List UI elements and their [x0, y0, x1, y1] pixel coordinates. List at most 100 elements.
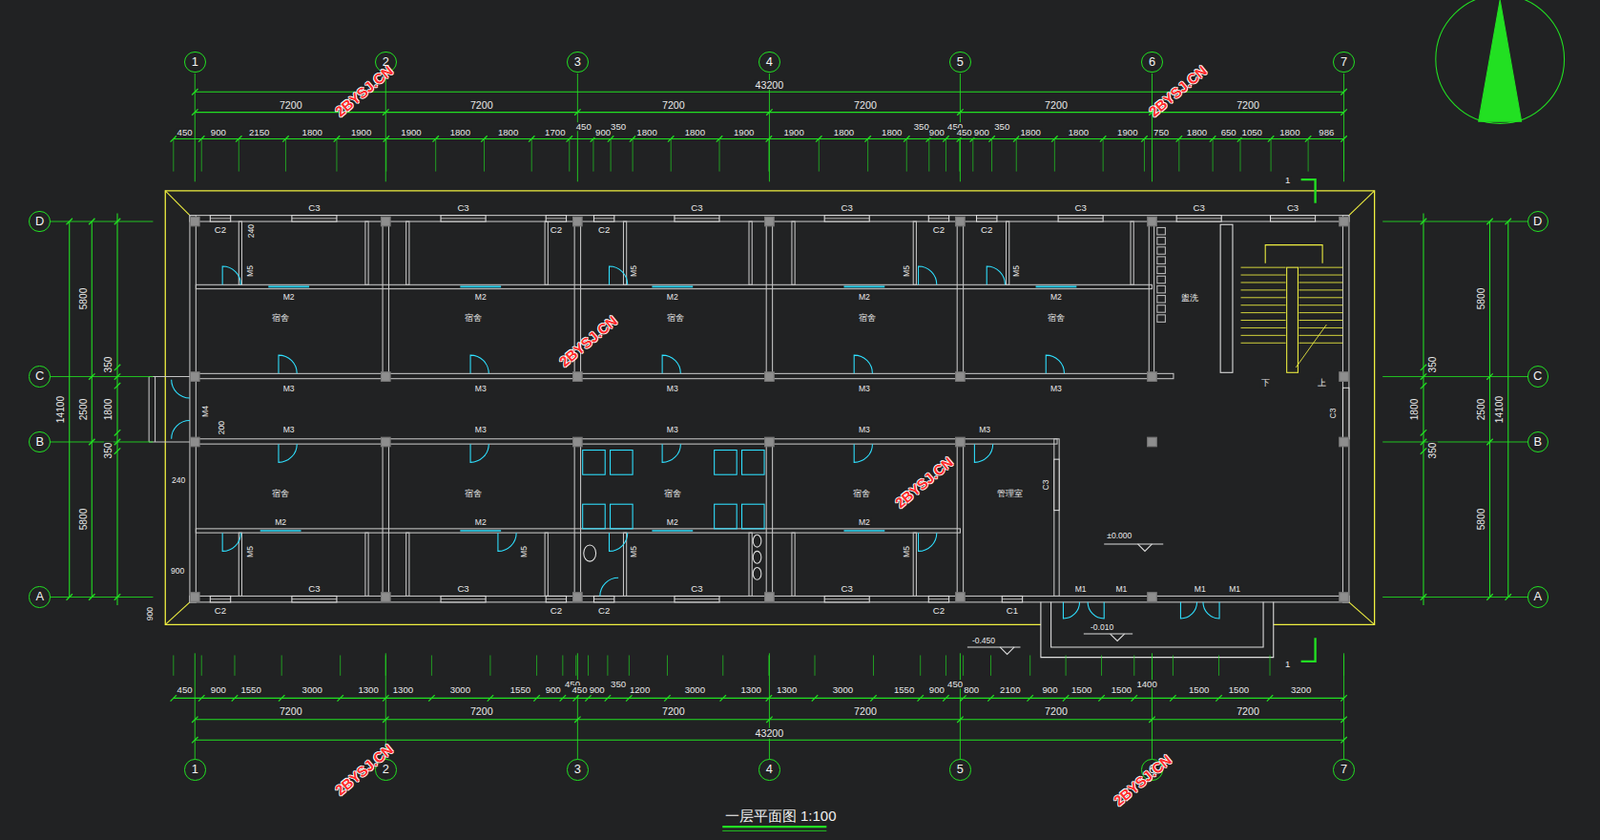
axis-number: 4	[766, 763, 773, 776]
dimension-text: 7200	[469, 706, 495, 717]
opening-tag: M3	[665, 425, 680, 435]
opening-tag: M3	[474, 425, 488, 435]
axis-bubble: A	[28, 585, 50, 607]
sliding-door	[1036, 286, 1078, 289]
dimension-tick	[198, 694, 205, 701]
caption-underline	[722, 825, 827, 828]
window-symbol	[674, 598, 720, 600]
stair-step	[1241, 304, 1287, 306]
opening-tag: M5	[901, 265, 911, 279]
extension-line	[1308, 138, 1310, 171]
window-symbol	[1176, 217, 1222, 219]
sink-symbol	[1157, 295, 1166, 303]
extension-line	[1343, 138, 1345, 171]
window-symbol	[440, 217, 486, 219]
dimension-tick	[1420, 593, 1427, 600]
extension-line	[575, 654, 577, 675]
opening-tag: C3	[840, 583, 854, 594]
column	[1339, 592, 1350, 603]
dimension-tick	[566, 135, 573, 142]
room-name: 宿舍	[463, 312, 483, 322]
door-swing	[470, 354, 489, 374]
toilet-stall	[582, 450, 606, 476]
opening-tag: C2	[932, 605, 946, 616]
dimension-tick	[956, 108, 963, 115]
window-symbol	[674, 215, 720, 222]
opening-tag: C2	[932, 225, 946, 235]
dimension-tick	[1486, 593, 1493, 600]
dimension-tick	[987, 694, 994, 701]
column	[573, 592, 583, 603]
extension-line	[536, 654, 538, 675]
door-swing	[1087, 602, 1104, 619]
stair-step	[1298, 327, 1343, 329]
window-symbol	[928, 595, 949, 602]
room-name: 宿舍	[270, 488, 291, 498]
dimension-text: 1300	[775, 685, 798, 695]
extension-line	[928, 138, 930, 171]
toilet-stall	[610, 503, 634, 529]
dimension-text: 1550	[239, 685, 262, 695]
axis-bubble: 3	[566, 758, 588, 780]
axis-number: 3	[574, 56, 582, 69]
dimension-tick	[480, 135, 487, 142]
dimension-text: 1500	[1110, 685, 1133, 695]
wall	[195, 373, 1174, 378]
stair-step	[1241, 289, 1287, 291]
stair-step	[1298, 334, 1343, 336]
dimension-tick	[1267, 694, 1273, 701]
extension-line	[1269, 654, 1271, 675]
room-name: 盥洗	[1180, 293, 1200, 303]
dimension-tick	[1420, 218, 1427, 225]
room-name: 宿舍	[665, 312, 686, 322]
toilet-stall	[714, 450, 738, 476]
opening-tag: M5	[246, 544, 255, 559]
wall	[195, 438, 1058, 444]
door-swing	[278, 443, 297, 462]
roof-ridge	[165, 190, 190, 216]
axis-bubble: 5	[949, 758, 971, 780]
dimension-text: 900	[145, 605, 155, 622]
dimension-tick	[428, 694, 435, 701]
extension-line	[1343, 654, 1345, 675]
level-mark-text: -0.010	[1089, 622, 1115, 631]
axis-bubble: 4	[758, 758, 780, 780]
opening-tag: C3	[1286, 203, 1300, 213]
stair-outline	[1265, 245, 1323, 264]
extension-line	[285, 138, 287, 171]
window-symbol	[593, 217, 614, 219]
extension-line	[201, 654, 203, 675]
sink-symbol	[1157, 266, 1166, 273]
extension-line	[632, 138, 634, 171]
dimension-tick	[1340, 135, 1347, 142]
dimension-tick	[114, 438, 121, 445]
opening-tag: M2	[857, 517, 872, 526]
dimension-text: 1800	[1410, 397, 1420, 422]
dimension-text: 7200	[661, 100, 686, 111]
extension-line	[592, 138, 594, 171]
partition-wall	[406, 221, 410, 285]
opening-tag: C3	[689, 203, 704, 213]
axis-number: 2	[382, 763, 390, 776]
room-name: 宿舍	[663, 488, 683, 498]
column	[189, 216, 200, 227]
dimension-text: 350	[1428, 354, 1438, 374]
extension-line	[489, 654, 491, 675]
wall	[1054, 438, 1060, 597]
extension-line	[945, 654, 947, 675]
opening-tag: C3	[689, 583, 704, 594]
door-swing	[222, 266, 241, 285]
north-arrow-circle	[1435, 0, 1565, 124]
column	[1147, 216, 1158, 227]
axis-line	[1151, 652, 1153, 759]
wall	[574, 443, 581, 596]
axis-line	[1343, 652, 1345, 759]
axis-line	[194, 652, 196, 759]
door-swing	[853, 443, 873, 462]
level-line	[967, 645, 1021, 647]
dimension-tick	[574, 108, 581, 115]
sink-symbol	[1157, 314, 1166, 322]
dimension-tick	[629, 135, 636, 142]
dimension-tick	[1420, 438, 1427, 445]
level-line	[1083, 632, 1133, 634]
